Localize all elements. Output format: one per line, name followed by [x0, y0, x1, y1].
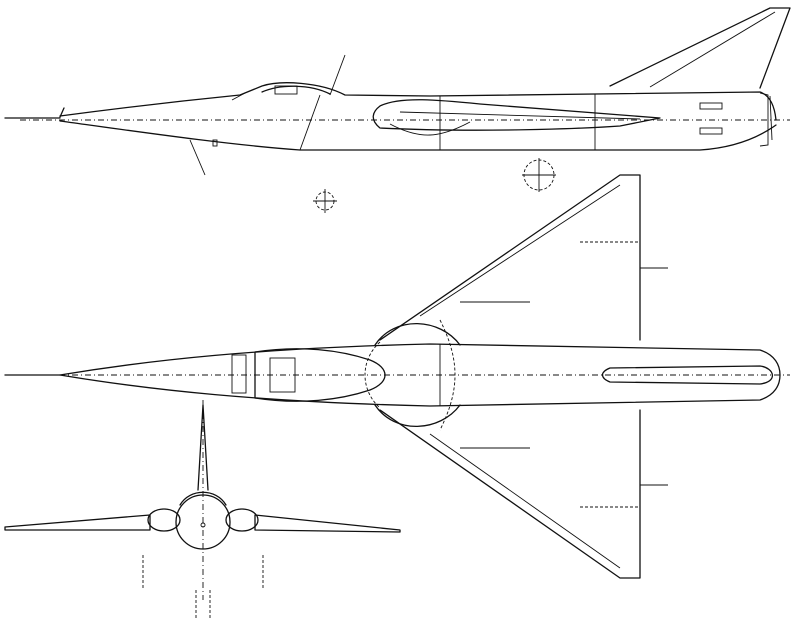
top-view — [4, 174, 790, 579]
front-view — [4, 400, 401, 620]
side-view — [4, 7, 791, 213]
